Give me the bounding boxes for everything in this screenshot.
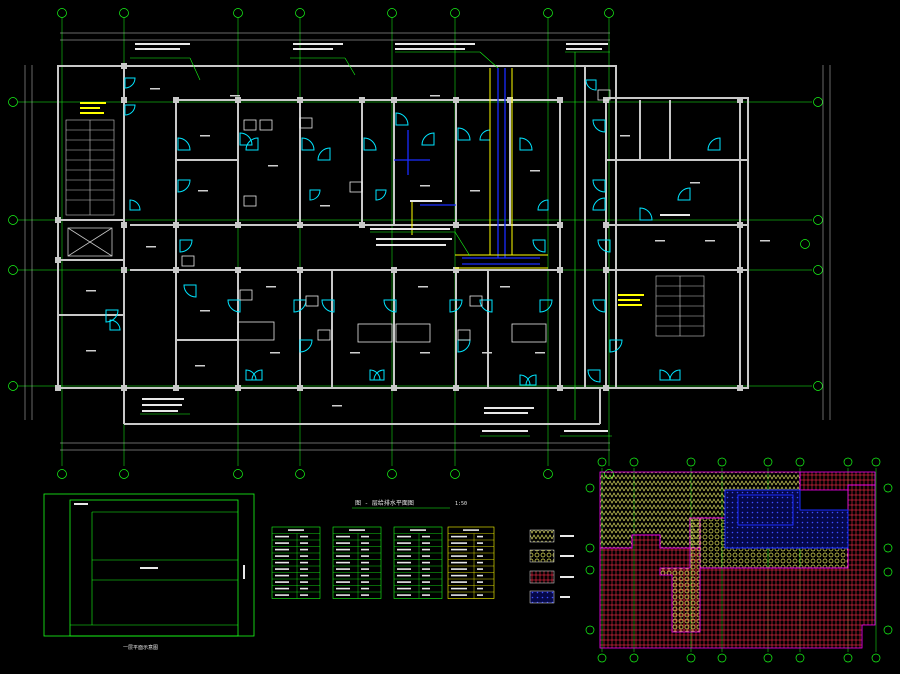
structural-columns (55, 63, 743, 391)
zone-bubble (883, 625, 893, 635)
axis-bubble (813, 215, 823, 225)
elevator-shaft (67, 227, 113, 257)
zone-hatch-plan (585, 457, 893, 663)
zone-bubble (871, 653, 881, 663)
axis-bubble (233, 469, 243, 479)
axis-bubble (8, 265, 18, 275)
axis-bubble (119, 469, 129, 479)
zone-bubble (843, 653, 853, 663)
legend-swatch-circles-icon (529, 549, 555, 563)
building-walls (57, 65, 749, 425)
zone-bubble (686, 457, 696, 467)
annotation-text-marks (135, 43, 690, 432)
axis-grid-lines (18, 18, 812, 466)
site-outline-small: 一层平面示意图 (43, 493, 255, 651)
hatch-legend (529, 529, 574, 604)
stair-right (655, 275, 705, 337)
axis-bubble (543, 8, 553, 18)
axis-bubble (813, 97, 823, 107)
zone-bubble (585, 625, 595, 635)
pipe-schedule-tables (271, 526, 495, 599)
axis-bubble (57, 469, 67, 479)
axis-bubble (233, 8, 243, 18)
zone-bubble (585, 543, 595, 553)
zone-bubble (843, 457, 853, 467)
fixtures (181, 89, 611, 343)
zone-bubble (597, 457, 607, 467)
stair-left (65, 119, 115, 216)
zone-bubble (629, 653, 639, 663)
plan-title: 图 - 层给排水平面图 (355, 499, 414, 507)
annotation-leaders (130, 51, 612, 437)
zone-bubble (883, 483, 893, 493)
dimension-lines (24, 32, 831, 451)
zone-bubble (686, 653, 696, 663)
zone-bubble (795, 457, 805, 467)
zone-bubble (763, 653, 773, 663)
zone-bubble (629, 457, 639, 467)
zone-bubble (795, 653, 805, 663)
floor-plan (8, 8, 831, 479)
drawing-title-block: 图 - 层给排水平面图 1:50 (352, 499, 467, 509)
room-label-marks (86, 88, 770, 407)
axis-bubble (387, 8, 397, 18)
zone-bubble (717, 457, 727, 467)
axis-bubble (387, 469, 397, 479)
axis-grid-bubbles (8, 8, 823, 479)
zone-bubble (597, 653, 607, 663)
zone-axis-bubbles (585, 457, 893, 663)
zone-bubble (763, 457, 773, 467)
zone-bubble (883, 543, 893, 553)
water-pipes (394, 68, 540, 265)
zone-bubble (717, 653, 727, 663)
zone-bubble (585, 565, 595, 575)
zone-bubble (883, 567, 893, 577)
axis-bubble (8, 381, 18, 391)
axis-bubble (813, 381, 823, 391)
axis-bubble (8, 215, 18, 225)
axis-bubble (57, 8, 67, 18)
axis-bubble (8, 97, 18, 107)
legend-swatch-brick-icon (529, 570, 555, 584)
yellow-notes (80, 102, 644, 306)
legend-swatch-dots-icon (529, 590, 555, 604)
axis-bubble (800, 239, 810, 249)
drain-pipes (411, 68, 548, 269)
axis-bubble (295, 8, 305, 18)
zone-bubble (585, 483, 595, 493)
axis-bubble (295, 469, 305, 479)
small-outline-title: 一层平面示意图 (123, 644, 158, 651)
legend-swatch-zigzag-icon (529, 529, 555, 543)
axis-bubble (450, 8, 460, 18)
axis-bubble (119, 8, 129, 18)
door-swings (105, 77, 721, 386)
axis-bubble (604, 8, 614, 18)
zone-bubble (871, 457, 881, 467)
axis-bubble (813, 265, 823, 275)
axis-bubble (450, 469, 460, 479)
axis-bubble (543, 469, 553, 479)
plan-scale: 1:50 (455, 501, 467, 507)
